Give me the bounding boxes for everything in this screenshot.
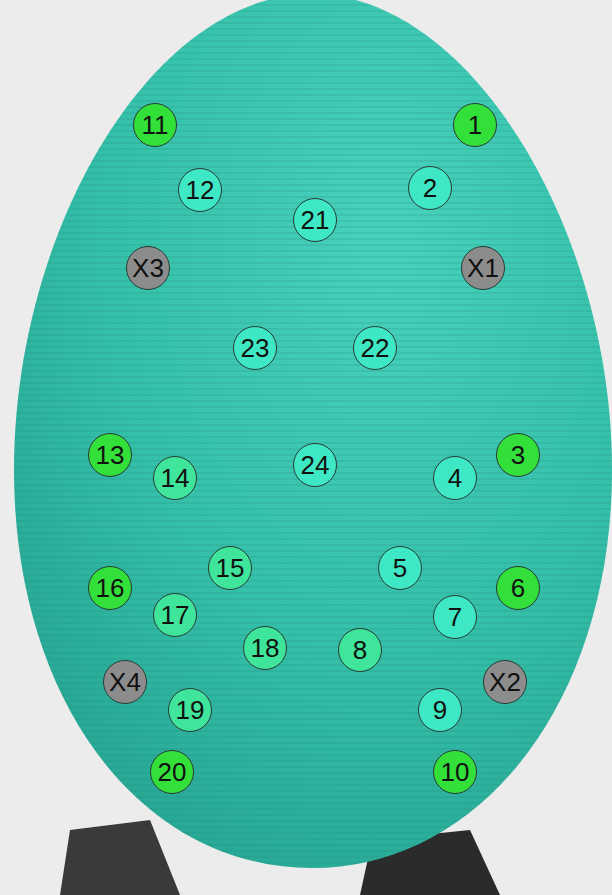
point-number: 23: [241, 335, 270, 361]
point-number: 10: [441, 759, 470, 785]
point-number: 1: [468, 112, 482, 138]
point-marker: 10: [433, 750, 477, 794]
point-number: 20: [158, 759, 187, 785]
point-number: 17: [161, 602, 190, 628]
point-number: 19: [176, 697, 205, 723]
point-number: X4: [109, 669, 141, 695]
point-marker: X1: [461, 246, 505, 290]
point-number: 3: [511, 442, 525, 468]
point-marker: 6: [496, 566, 540, 610]
point-marker: 13: [88, 433, 132, 477]
point-marker: X3: [126, 246, 170, 290]
point-marker: 18: [243, 626, 287, 670]
point-number: 21: [301, 207, 330, 233]
point-marker: 24: [293, 443, 337, 487]
point-number: 16: [96, 575, 125, 601]
point-number: 13: [96, 442, 125, 468]
point-marker: 20: [150, 750, 194, 794]
point-marker: 11: [133, 103, 177, 147]
point-number: 4: [448, 465, 462, 491]
point-number: 5: [393, 555, 407, 581]
point-marker: 14: [153, 456, 197, 500]
point-number: 18: [251, 635, 280, 661]
point-marker: 4: [433, 456, 477, 500]
point-marker: 22: [353, 326, 397, 370]
point-marker: 16: [88, 566, 132, 610]
point-marker: 19: [168, 688, 212, 732]
point-number: 14: [161, 465, 190, 491]
point-marker: 17: [153, 593, 197, 637]
point-marker: 21: [293, 198, 337, 242]
point-marker: 12: [178, 168, 222, 212]
point-marker: 2: [408, 166, 452, 210]
point-marker: 8: [338, 628, 382, 672]
point-number: 9: [433, 697, 447, 723]
point-number: X3: [132, 255, 164, 281]
point-marker: 1: [453, 103, 497, 147]
point-number: 11: [142, 112, 169, 138]
point-number: 12: [186, 177, 215, 203]
point-number: 22: [361, 335, 390, 361]
point-marker: 7: [433, 595, 477, 639]
point-marker: 23: [233, 326, 277, 370]
point-number: 8: [353, 637, 367, 663]
point-number: 15: [216, 555, 245, 581]
egg-holder: [60, 820, 180, 895]
point-number: 2: [423, 175, 437, 201]
point-number: 24: [301, 452, 330, 478]
point-marker: 9: [418, 688, 462, 732]
point-number: X1: [467, 255, 499, 281]
point-marker: 3: [496, 433, 540, 477]
point-marker: 5: [378, 546, 422, 590]
point-marker: X4: [103, 660, 147, 704]
point-marker: 15: [208, 546, 252, 590]
point-number: 6: [511, 575, 525, 601]
point-marker: X2: [483, 660, 527, 704]
point-number: 7: [448, 604, 462, 630]
point-number: X2: [489, 669, 521, 695]
